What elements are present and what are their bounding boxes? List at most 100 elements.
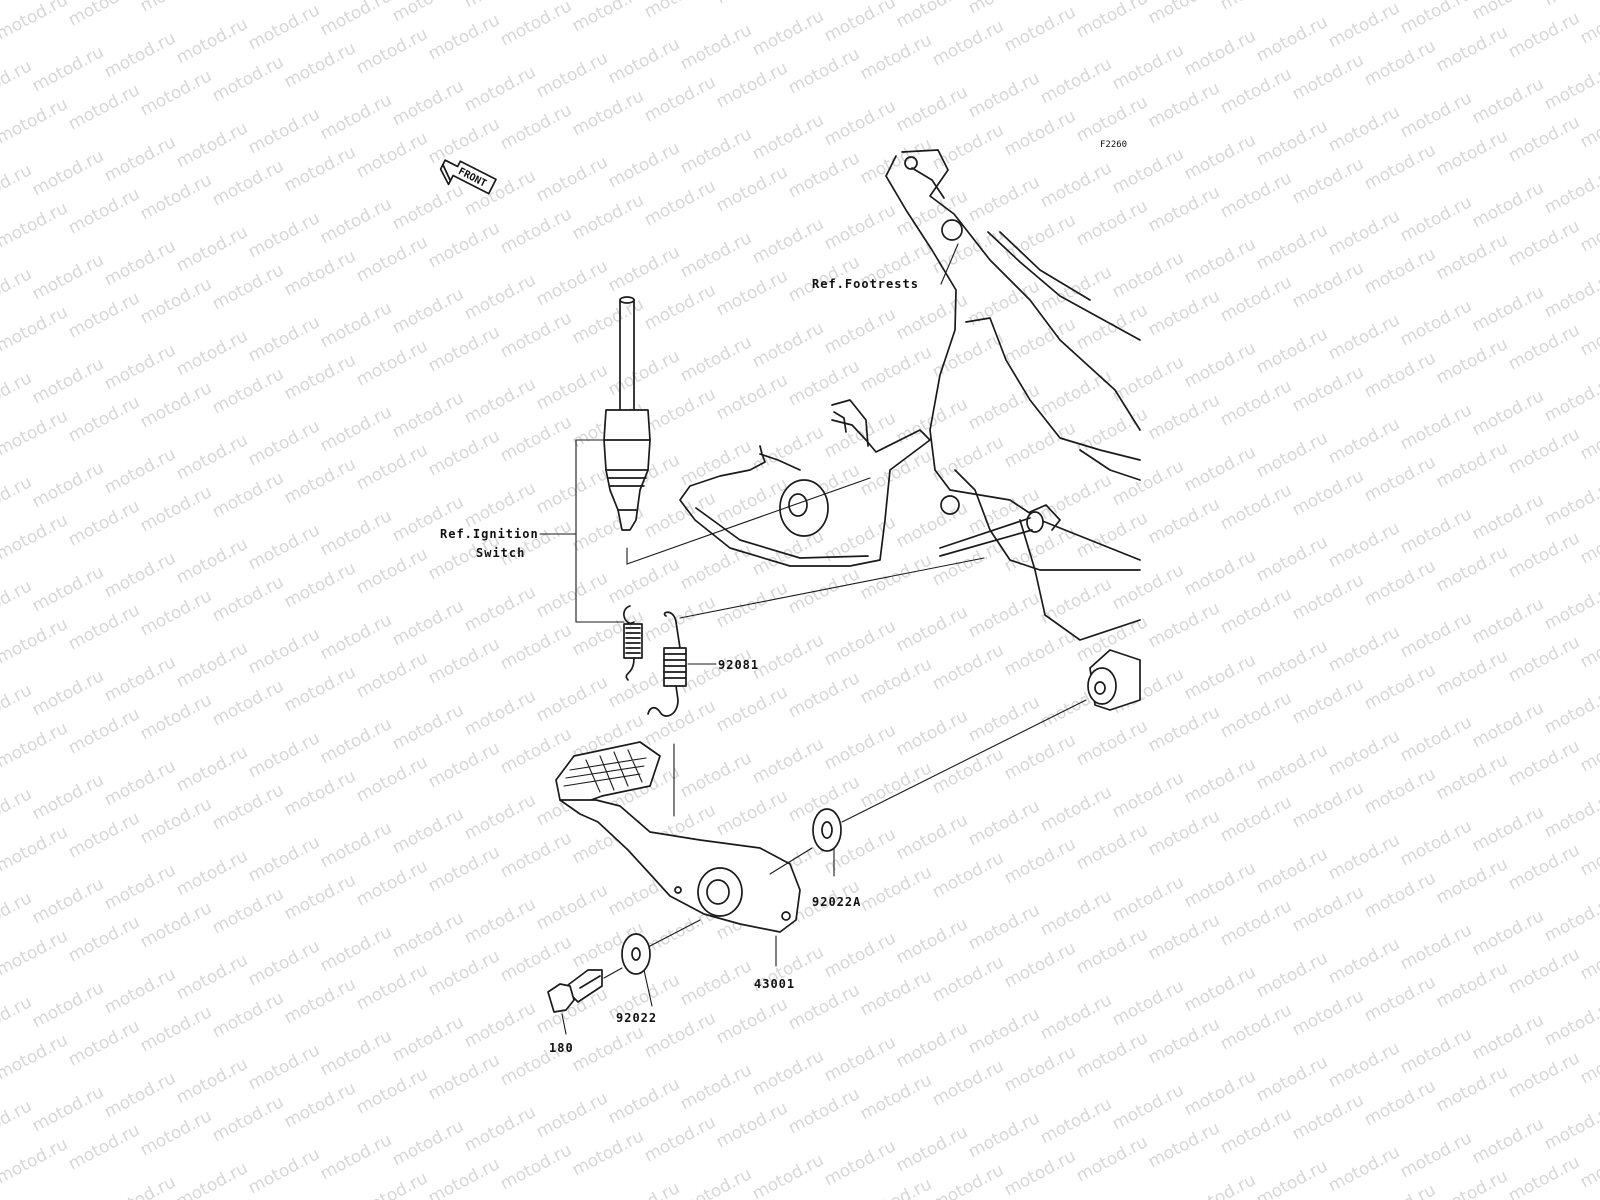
watermark-text: motod.ru (677, 540, 755, 594)
watermark-text: motod.ru (137, 66, 215, 120)
watermark-text: motod.ru (461, 894, 539, 948)
watermark-text: motod.ru (1145, 702, 1223, 756)
watermark-text: motod.ru (29, 250, 107, 304)
watermark-text: motod.ru (209, 988, 287, 1042)
watermark-text: motod.ru (1325, 102, 1403, 156)
watermark-text: motod.ru (353, 24, 431, 78)
watermark-text: motod.ru (965, 380, 1043, 434)
watermark-text: motod.ru (1037, 54, 1115, 108)
watermark-text: motod.ru (317, 194, 395, 248)
watermark-text: motod.ru (1217, 792, 1295, 846)
watermark-text: motod.ru (1541, 580, 1600, 634)
watermark-text: motod.ru (1037, 574, 1115, 628)
watermark-text: motod.ru (749, 1150, 827, 1200)
watermark-text: motod.ru (785, 1084, 863, 1138)
watermark-text: motod.ru (245, 416, 323, 470)
watermark-text: motod.ru (245, 520, 323, 574)
watermark-text: motod.ru (677, 748, 755, 802)
washer-92022a (769, 699, 1087, 877)
watermark-text: motod.ru (1037, 470, 1115, 524)
watermark-text: motod.ru (1289, 986, 1367, 1040)
watermark-text: motod.ru (1433, 438, 1511, 492)
watermark-text: motod.ru (785, 44, 863, 98)
watermark-text: motod.ru (389, 596, 467, 650)
watermark-text: motod.ru (101, 444, 179, 498)
watermark-text: motod.ru (1505, 944, 1583, 998)
watermark-text: motod.ru (425, 322, 503, 376)
watermark-text: motod.ru (173, 118, 251, 172)
watermark-text: motod.ru (857, 862, 935, 916)
watermark-text: motod.ru (29, 146, 107, 200)
watermark-text: motod.ru (677, 20, 755, 74)
watermark-text: motod.ru (1325, 414, 1403, 468)
watermark-text: motod.ru (0, 1134, 71, 1188)
watermark-text: motod.ru (245, 728, 323, 782)
watermark-text: motod.ru (65, 184, 143, 238)
watermark-text: motod.ru (1469, 74, 1547, 128)
watermark-text: motod.ru (0, 1096, 35, 1150)
watermark-text: motod.ru (245, 312, 323, 366)
watermark-text: motod.ru (101, 756, 179, 810)
watermark-text: motod.ru (605, 1178, 683, 1200)
watermark-text: motod.ru (1217, 272, 1295, 326)
watermark-text: motod.ru (893, 82, 971, 136)
watermark-text: motod.ru (101, 340, 179, 394)
watermark-text: motod.ru (641, 384, 719, 438)
watermark-text: motod.ru (1505, 216, 1583, 270)
watermark-text: motod.ru (1289, 778, 1367, 832)
watermark-text: motod.ru (533, 568, 611, 622)
watermark-text: motod.ru (1289, 50, 1367, 104)
watermark-text: motod.ru (461, 998, 539, 1052)
watermark-text: motod.ru (353, 1168, 431, 1200)
watermark-text: motod.ru (1541, 1100, 1600, 1154)
watermark-text: motod.ru (101, 132, 179, 186)
watermark-text: motod.ru (1289, 882, 1367, 936)
watermark-text: motod.ru (677, 1164, 755, 1200)
watermark-text: motod.ru (533, 48, 611, 102)
watermark-text: motod.ru (1181, 442, 1259, 496)
watermark-text: motod.ru (1289, 258, 1367, 312)
watermark-text: motod.ru (0, 1030, 71, 1084)
watermark-text: motod.ru (893, 602, 971, 656)
watermark-text: motod.ru (1361, 556, 1439, 610)
watermark-text: motod.ru (1109, 456, 1187, 510)
watermark-text: motod.ru (1073, 0, 1151, 42)
frame-bracket (885, 149, 1141, 641)
watermark-text: motod.ru (1361, 1180, 1439, 1200)
watermark-text: motod.ru (317, 714, 395, 768)
watermark-text: motod.ru (209, 572, 287, 626)
watermark-text: motod.ru (965, 900, 1043, 954)
watermark-text: motod.ru (389, 76, 467, 130)
watermark-text: motod.ru (1361, 868, 1439, 922)
watermark-text: motod.ru (353, 960, 431, 1014)
watermark-text: motod.ru (1253, 428, 1331, 482)
watermark-text: motod.ru (1469, 0, 1547, 24)
watermark-text: motod.ru (1001, 834, 1079, 888)
watermark-text: motod.ru (1433, 1062, 1511, 1116)
watermark-text: motod.ru (1289, 154, 1367, 208)
watermark-text: motod.ru (29, 42, 107, 96)
watermark-text: motod.ru (281, 454, 359, 508)
watermark-text: motod.ru (0, 784, 35, 838)
watermark-text: motod.ru (425, 10, 503, 64)
watermark-text: motod.ru (29, 874, 107, 928)
watermark-text: motod.ru (1325, 622, 1403, 676)
watermark-text: motod.ru (497, 1140, 575, 1194)
watermark-text: motod.ru (533, 464, 611, 518)
watermark-text: motod.ru (173, 1054, 251, 1108)
watermark-text: motod.ru (1505, 8, 1583, 62)
watermark-text: motod.ru (1253, 948, 1331, 1002)
watermark-text: motod.ru (353, 232, 431, 286)
watermark-text: motod.ru (677, 332, 755, 386)
watermark-text: motod.ru (965, 1004, 1043, 1058)
watermark-text: motod.ru (1469, 1114, 1547, 1168)
watermark-text: motod.ru (173, 534, 251, 588)
watermark-text: motod.ru (1469, 906, 1547, 960)
watermark-text: motod.ru (173, 14, 251, 68)
watermark-text: motod.ru (1217, 896, 1295, 950)
watermark-text: motod.ru (1253, 740, 1331, 794)
watermark-text: motod.ru (929, 848, 1007, 902)
watermark-text: motod.ru (821, 1032, 899, 1086)
watermark-text: motod.ru (569, 86, 647, 140)
watermark-text: motod.ru (1217, 168, 1295, 222)
